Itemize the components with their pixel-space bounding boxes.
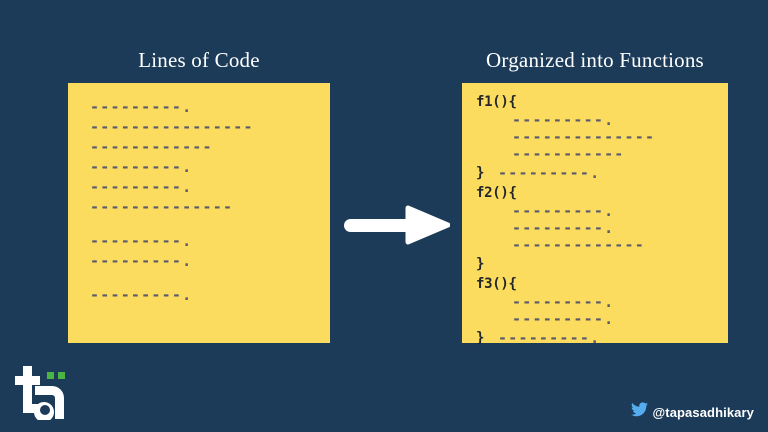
closing-brace: } bbox=[476, 165, 485, 181]
right-code-lines: f1(){---------.-------------------------… bbox=[462, 83, 728, 345]
code-line: ------------ bbox=[90, 137, 330, 157]
code-line: ---------. bbox=[90, 285, 330, 305]
code-line: -------------- bbox=[476, 129, 728, 146]
code-line: ---------. bbox=[90, 97, 330, 117]
code-line: ---------------- bbox=[90, 117, 330, 137]
code-dash-run: ---------. bbox=[512, 219, 615, 237]
code-dash-run: ---------. bbox=[512, 310, 615, 328]
ta-logo bbox=[14, 364, 76, 422]
code-dash-run: ---------. bbox=[90, 285, 193, 304]
left-code-card: ---------.------------------------------… bbox=[68, 83, 330, 343]
code-line: ------------- bbox=[476, 237, 728, 254]
code-line: ---------. bbox=[90, 177, 330, 197]
code-line: ---------. bbox=[476, 220, 728, 237]
function-open-line: f1(){ bbox=[476, 92, 728, 112]
code-dash-run: ---------. bbox=[512, 111, 615, 129]
code-dash-run: ---------. bbox=[512, 202, 615, 220]
code-dash-run: ------------- bbox=[512, 236, 645, 254]
code-line: ---------. bbox=[476, 203, 728, 220]
closing-brace: } bbox=[476, 256, 485, 272]
code-dash-run: ---------. bbox=[90, 251, 193, 270]
code-line: ---------. bbox=[476, 311, 728, 328]
right-code-card: f1(){---------.-------------------------… bbox=[462, 83, 728, 345]
function-open-line: f2(){ bbox=[476, 183, 728, 203]
code-dash-run: -------------- bbox=[90, 197, 234, 216]
code-line: ---------. bbox=[90, 157, 330, 177]
code-dash-run: -------------- bbox=[512, 128, 656, 146]
code-dash-run: ---------. bbox=[90, 231, 193, 250]
left-panel-title: Lines of Code bbox=[138, 48, 260, 72]
function-signature: f3(){ bbox=[476, 276, 517, 292]
code-line: -------------- bbox=[90, 197, 330, 217]
function-close-line: } ---------. bbox=[476, 328, 728, 348]
twitter-handle[interactable]: @tapasadhikary bbox=[631, 402, 754, 422]
code-line: ---------. bbox=[90, 251, 330, 271]
twitter-handle-text: @tapasadhikary bbox=[652, 404, 754, 420]
arrow-right-icon bbox=[344, 205, 451, 245]
code-dash-run: ----------- bbox=[512, 145, 625, 163]
code-blank-line bbox=[90, 217, 330, 231]
function-close-line: } bbox=[476, 254, 728, 274]
code-line: ---------. bbox=[90, 231, 330, 251]
code-dash-run: ------------ bbox=[90, 137, 213, 156]
code-dash-run: ---------. bbox=[498, 163, 601, 182]
twitter-bird-icon bbox=[631, 402, 649, 422]
code-dash-run: ---------. bbox=[512, 293, 615, 311]
code-line: ---------. bbox=[476, 112, 728, 129]
function-open-line: f3(){ bbox=[476, 274, 728, 294]
code-blank-line bbox=[90, 271, 330, 285]
closing-brace: } bbox=[476, 330, 485, 346]
function-signature: f2(){ bbox=[476, 185, 517, 201]
right-panel-title: Organized into Functions bbox=[486, 48, 704, 72]
code-line: ---------. bbox=[476, 294, 728, 311]
left-code-lines: ---------.------------------------------… bbox=[68, 83, 330, 343]
code-line: ----------- bbox=[476, 146, 728, 163]
function-signature: f1(){ bbox=[476, 94, 517, 110]
code-dash-run: ---------. bbox=[90, 177, 193, 196]
code-dash-run: ---------. bbox=[90, 157, 193, 176]
code-dash-run: ---------. bbox=[90, 97, 193, 116]
code-dash-run: ---------------- bbox=[90, 117, 254, 136]
code-dash-run: ---------. bbox=[498, 328, 601, 347]
function-close-line: } ---------. bbox=[476, 163, 728, 183]
